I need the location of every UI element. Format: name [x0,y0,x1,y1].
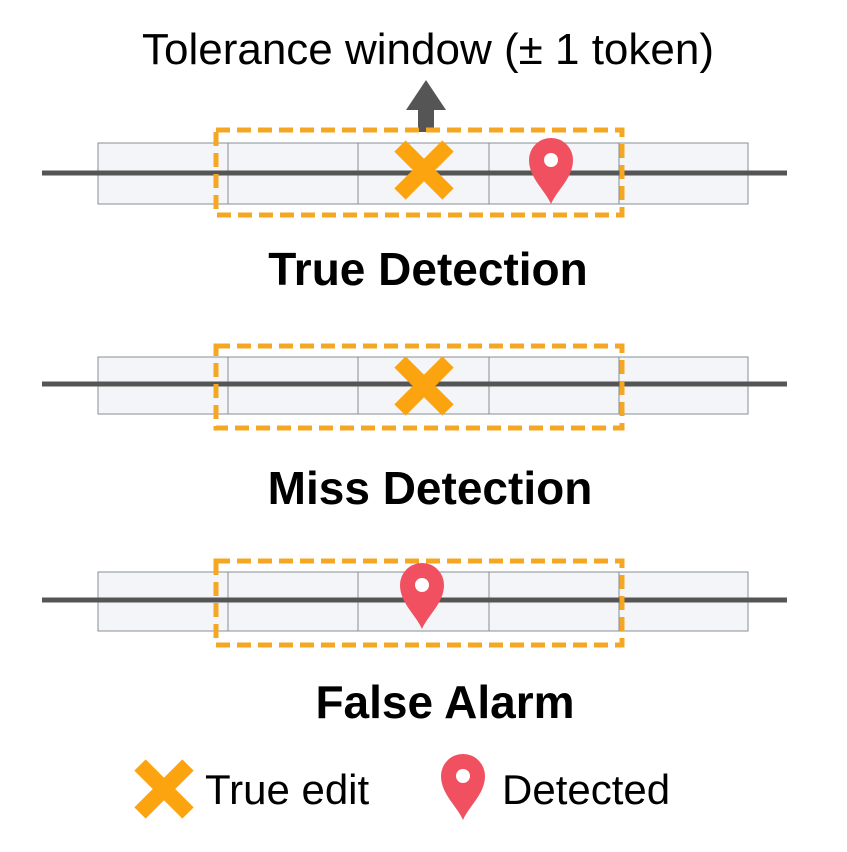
scenario-title: False Alarm [315,676,574,728]
detected-pin-icon [441,754,485,820]
scenario-title: True Detection [268,243,588,295]
tolerance-window-box [213,343,625,431]
tolerance-window-box [213,127,625,218]
up-arrow-icon [406,80,446,132]
scenario-miss-detection: Miss Detection [42,343,787,514]
tolerance-window-label: Tolerance window (± 1 token) [142,25,714,74]
scenario-true-detection: True Detection [42,127,787,295]
true-edit-icon [140,765,188,813]
scenario-false-alarm: False Alarm [42,558,787,728]
scenario-title: Miss Detection [268,462,593,514]
legend-detected-label: Detected [502,766,670,813]
legend: True edit Detected [140,754,670,820]
legend-true-edit-label: True edit [205,766,370,813]
tolerance-window-box [213,558,625,648]
